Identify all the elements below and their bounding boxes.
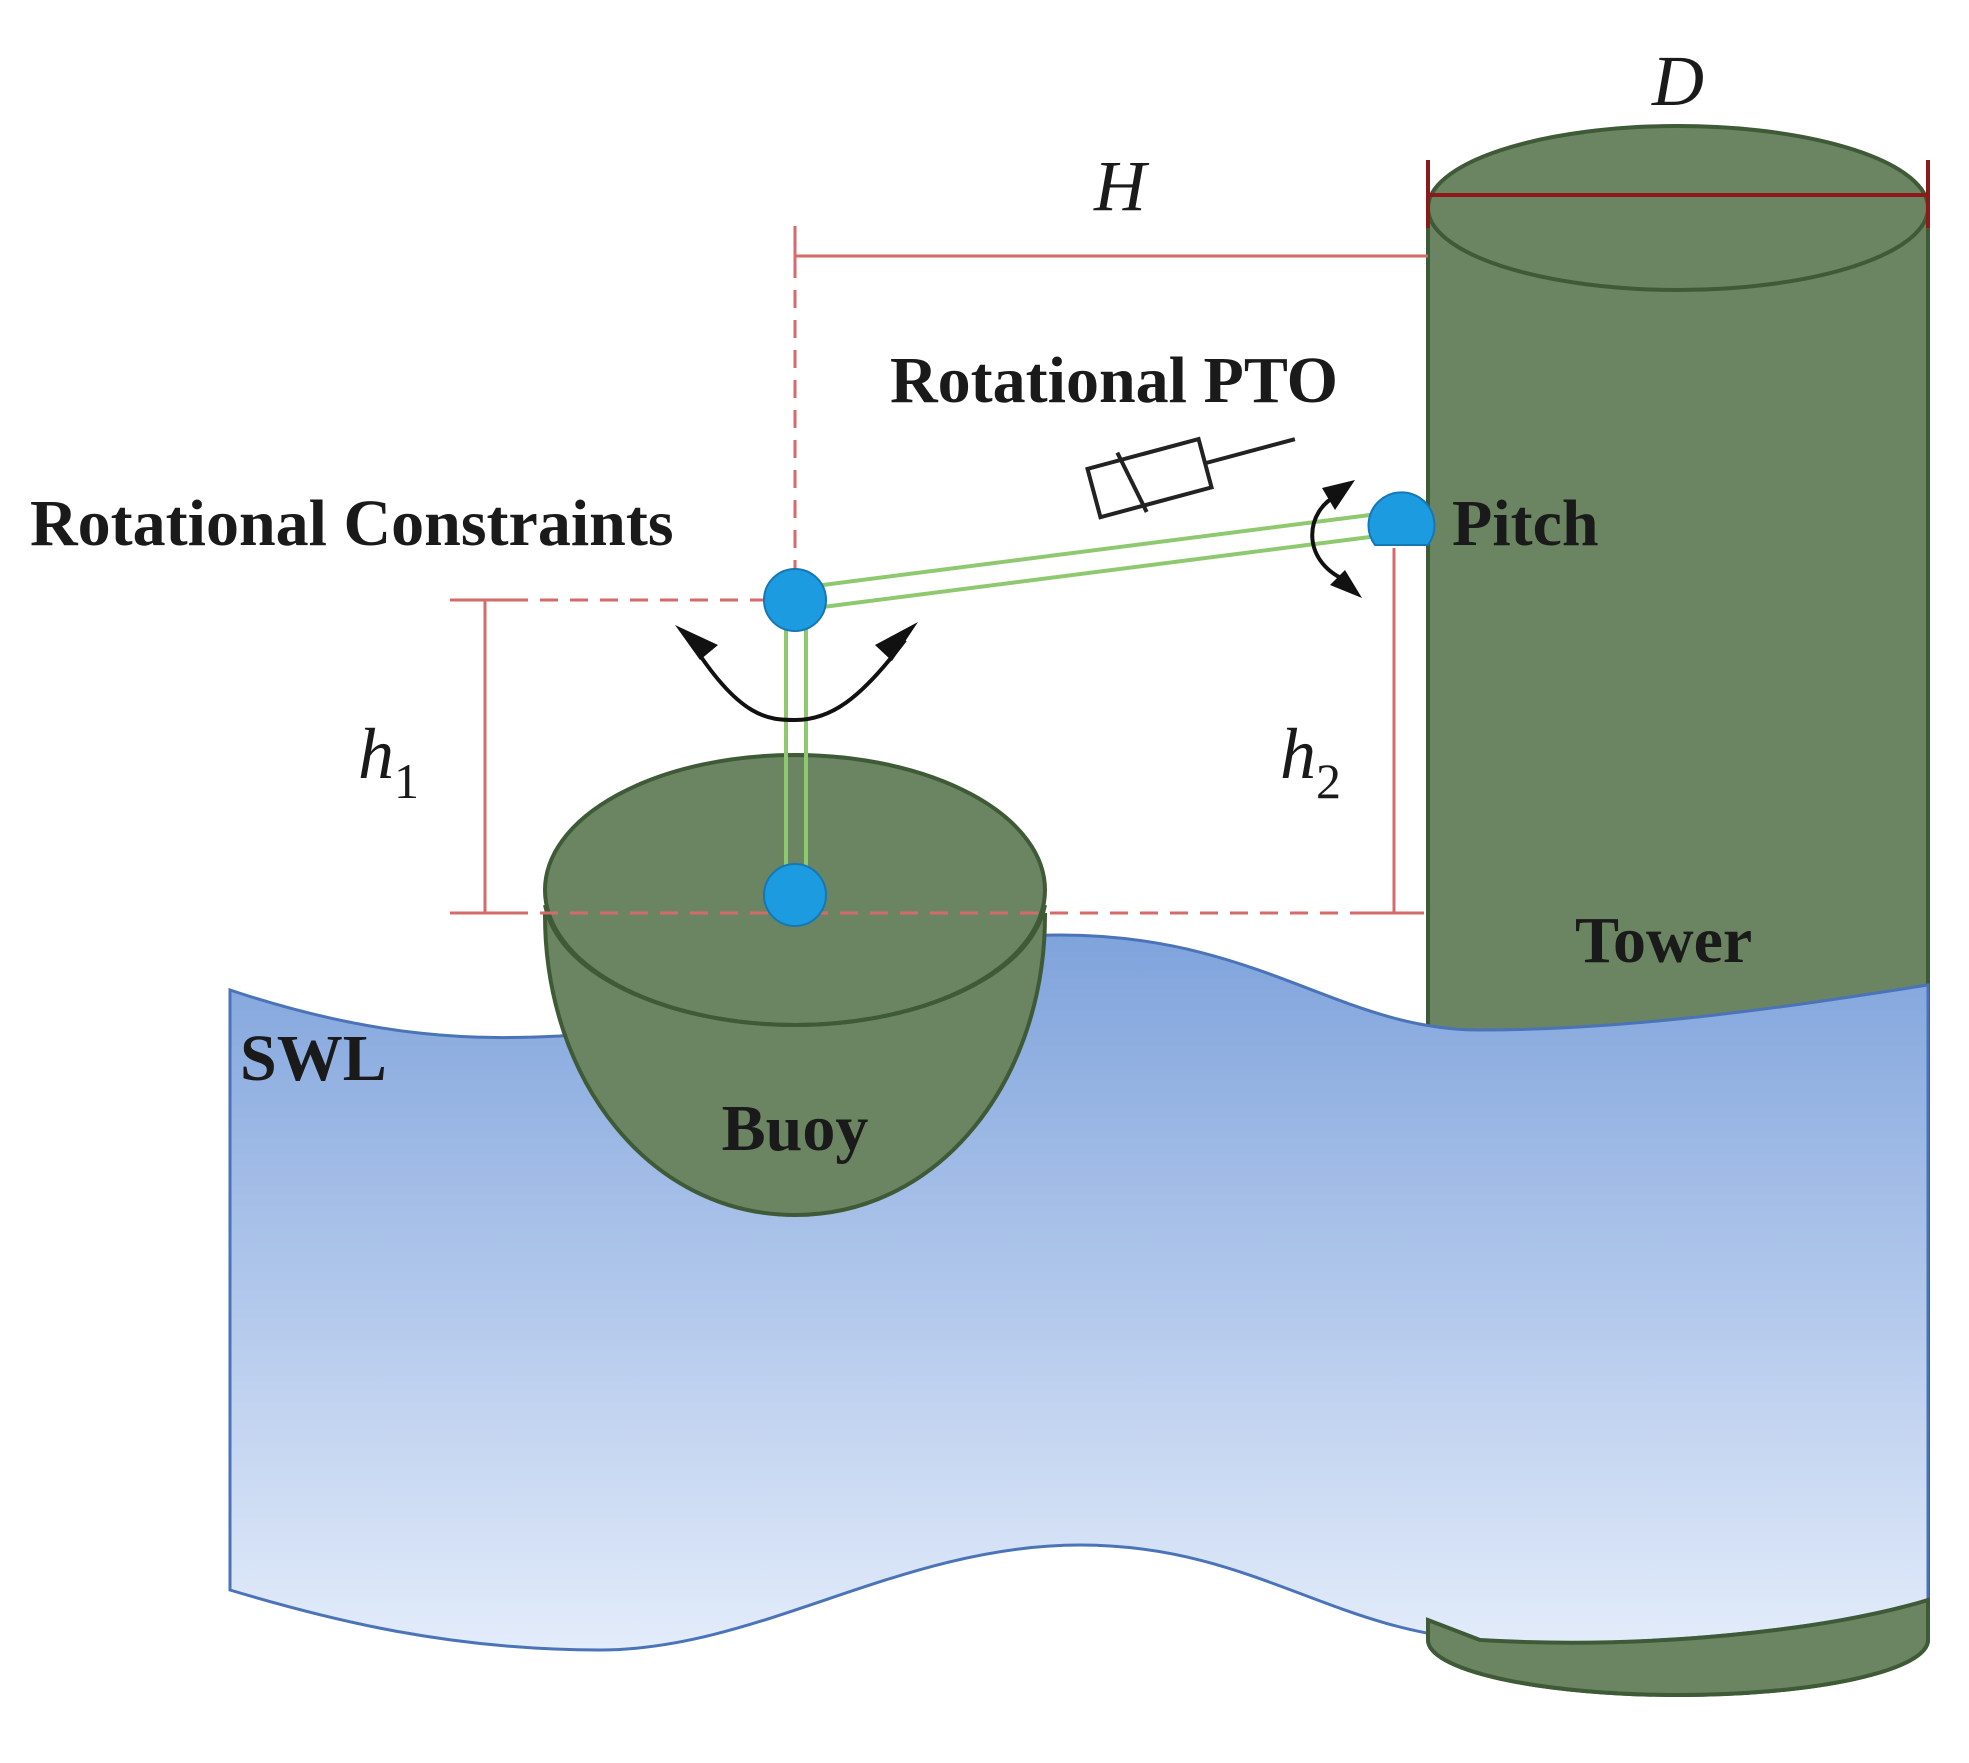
arrow-right-icon <box>875 622 918 661</box>
label-h1: h1 <box>358 714 419 809</box>
joints <box>763 491 1436 927</box>
reference-lines <box>450 230 1400 915</box>
tower-bottom <box>1426 1597 1930 1697</box>
buoy-joint <box>763 863 827 927</box>
arms <box>784 513 1371 895</box>
label-rotational-pto: Rotational PTO <box>890 344 1338 417</box>
dimension-D <box>1426 160 1930 228</box>
pto-cylinder <box>1085 436 1214 520</box>
rotation-arrows-buoy <box>675 622 918 723</box>
dimension-lines <box>455 226 1428 915</box>
label-h2: h2 <box>1280 714 1341 809</box>
label-h1-main: h <box>358 714 394 794</box>
arrow-down-icon <box>1330 570 1362 598</box>
label-buoy: Buoy <box>722 1092 869 1165</box>
label-rotational-constraints: Rotational Constraints <box>30 487 674 560</box>
buoy <box>542 753 1048 1218</box>
arrow-left-icon <box>675 625 718 660</box>
rotational-constraint-joint <box>763 568 827 632</box>
arrow-up-icon <box>1322 480 1355 510</box>
horizontal-arm-upper <box>814 513 1371 588</box>
pto-damper-icon <box>1085 436 1296 520</box>
label-h2-main: h <box>1280 714 1316 794</box>
pitch-joint <box>1367 491 1436 546</box>
rotation-arrows-pitch <box>1310 480 1362 598</box>
water-body <box>228 933 1930 1652</box>
horizontal-arm-lower <box>814 535 1371 610</box>
label-pitch: Pitch <box>1452 487 1599 560</box>
tower-top <box>1426 124 1930 292</box>
buoy-top-front-edge <box>543 904 1047 1028</box>
label-tower: Tower <box>1575 904 1752 977</box>
pto-rod <box>1204 437 1296 466</box>
label-h1-sub: 1 <box>394 753 419 809</box>
label-swl: SWL <box>240 1022 387 1095</box>
label-h2-sub: 2 <box>1316 753 1341 809</box>
label-D: D <box>1651 41 1704 121</box>
label-H: H <box>1093 146 1150 226</box>
